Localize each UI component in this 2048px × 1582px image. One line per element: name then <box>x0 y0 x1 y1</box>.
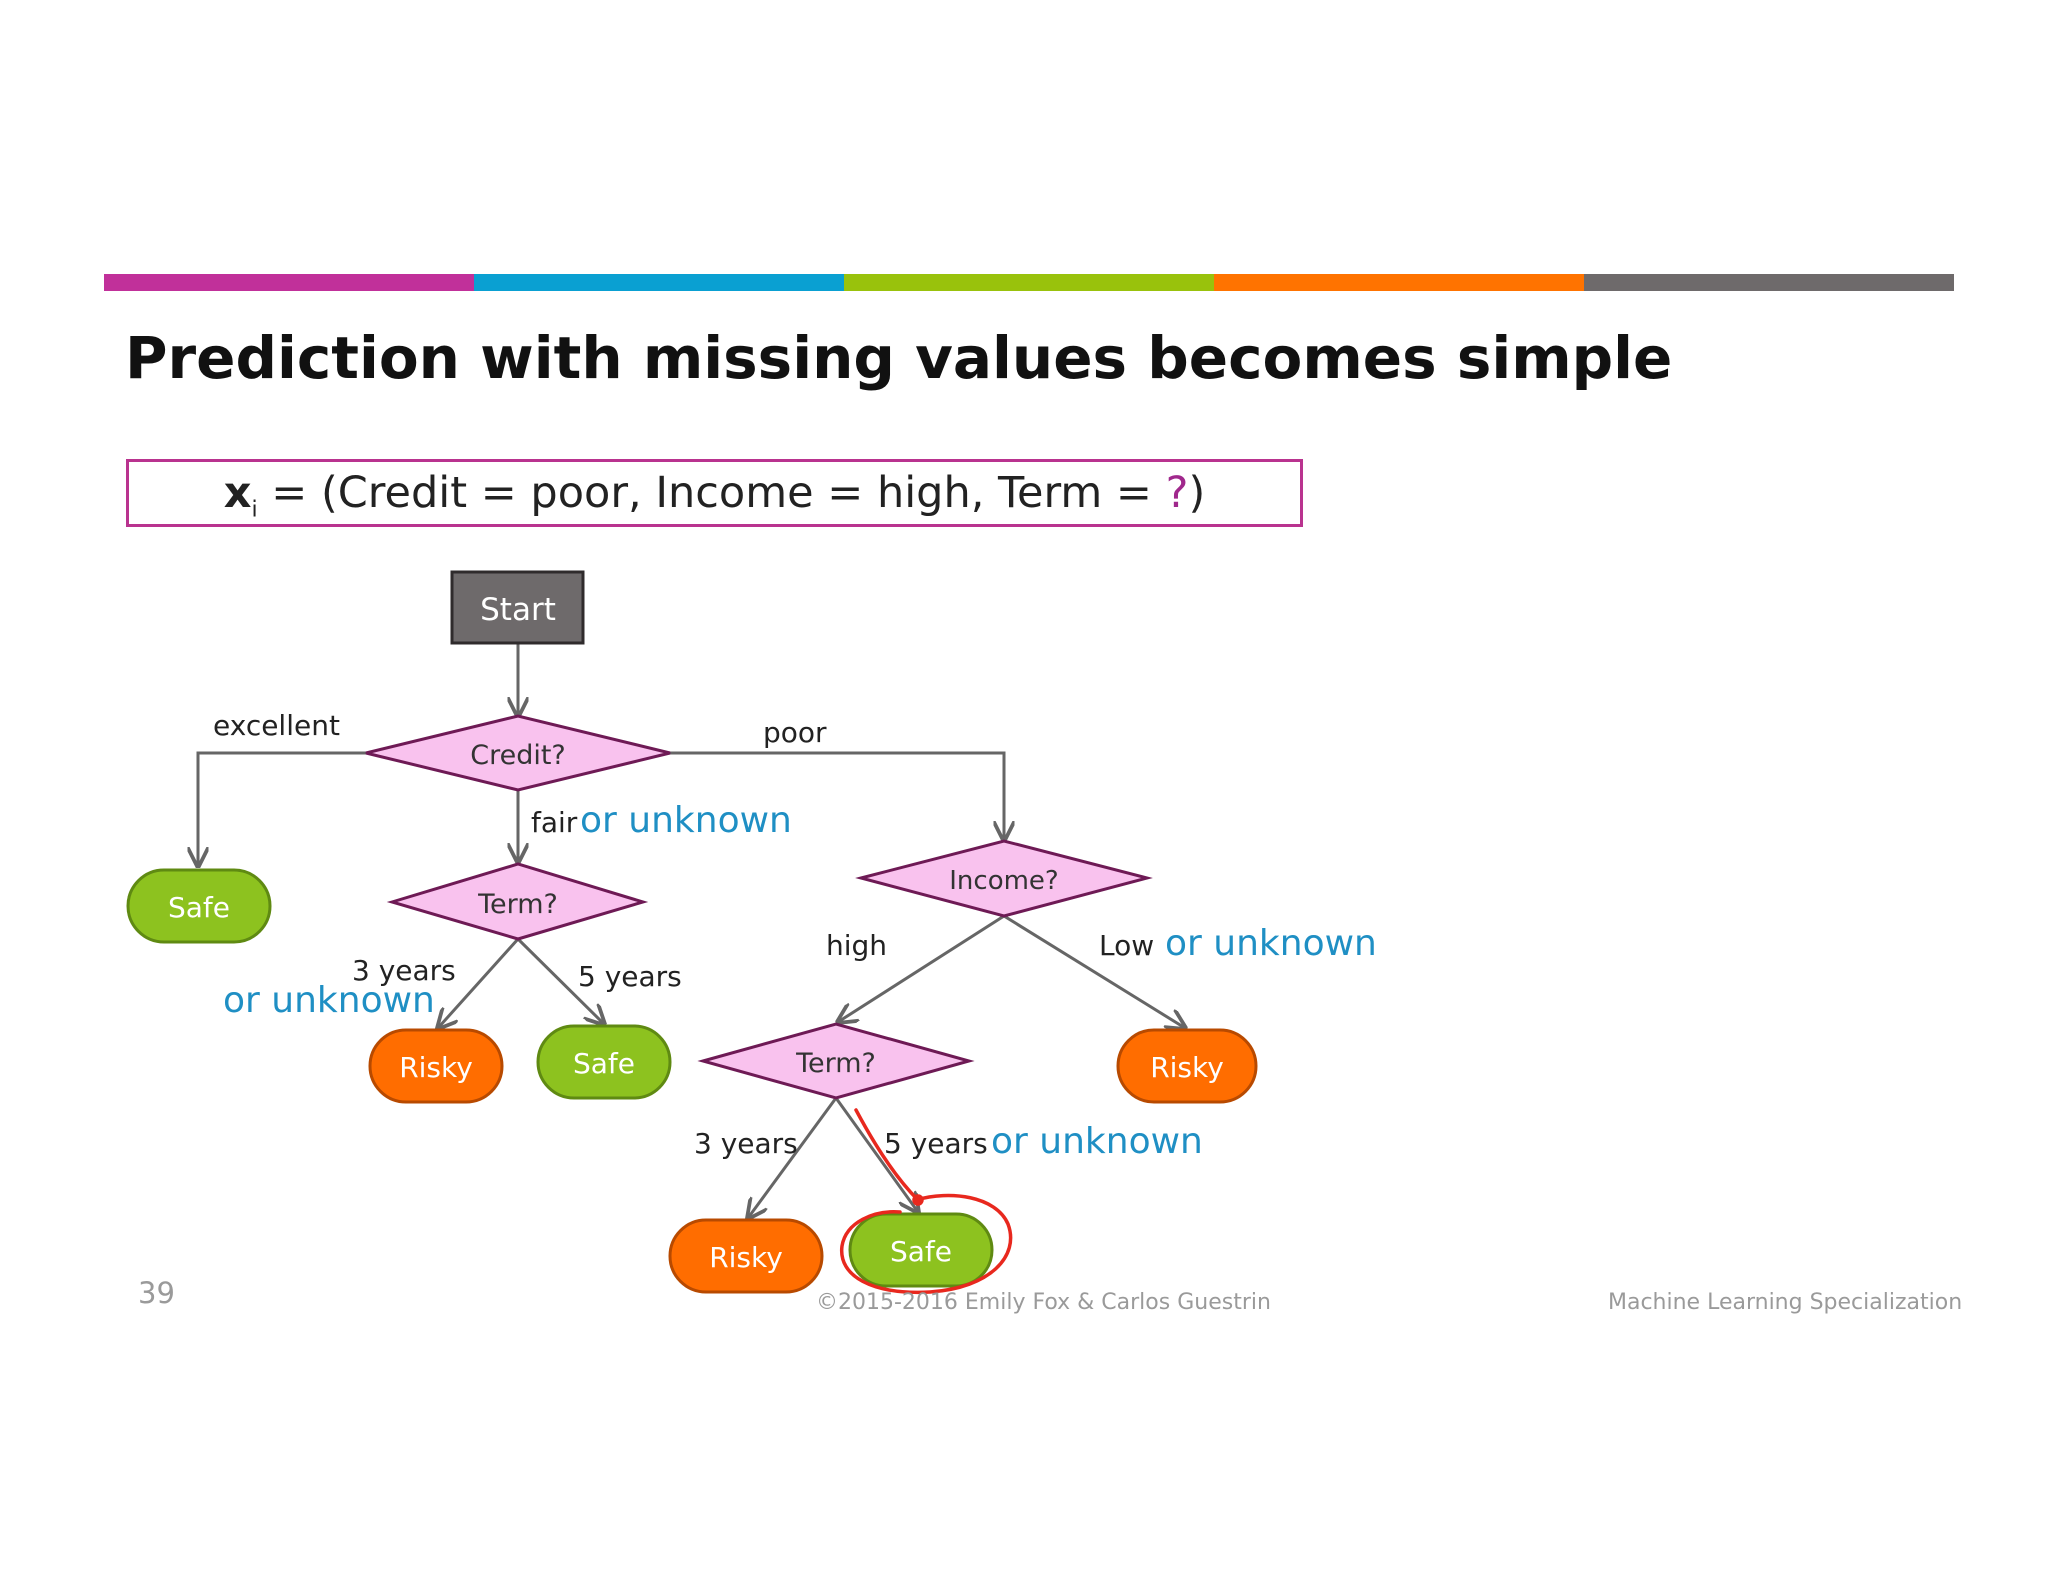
edge-term-r-5years <box>834 1097 918 1212</box>
leaf-risky-3years-right-label: Risky <box>709 1241 783 1274</box>
leaf-safe-excellent <box>126 868 272 944</box>
edge-label-poor: poor <box>763 716 827 749</box>
leaf-risky-3years <box>368 1028 504 1104</box>
start-node <box>450 570 585 645</box>
edge-label-fair: fair <box>531 806 578 839</box>
accent-bar-green <box>844 274 1214 291</box>
annotation-path-stroke <box>854 1108 920 1202</box>
edge-label-5years: 5 years <box>578 960 682 993</box>
leaf-risky-low-label: Risky <box>1150 1051 1224 1084</box>
query-subscript: i <box>251 497 258 523</box>
edge-label-3years: 3 years <box>352 954 456 987</box>
income-decision-label: Income? <box>949 866 1058 896</box>
edge-label-low: Low <box>1099 929 1154 962</box>
edge-label-low-unknown: or unknown <box>1165 923 1377 964</box>
leaf-risky-low <box>1116 1028 1258 1104</box>
edge-income-low <box>1003 914 1185 1028</box>
leaf-safe-excellent-label: Safe <box>168 891 230 924</box>
accent-bar-gray <box>1584 274 1954 291</box>
annotation-circle <box>840 1193 1013 1295</box>
credit-decision-label: Credit? <box>470 740 566 771</box>
query-box: xi = (Credit = poor, Income = high, Term… <box>126 459 1303 527</box>
edge-term-5years <box>516 937 604 1024</box>
accent-bar-orange <box>1214 274 1584 291</box>
edge-income-high <box>838 914 1005 1022</box>
term-right-decision-label: Term? <box>795 1048 876 1079</box>
leaf-safe-5years-label: Safe <box>573 1047 635 1080</box>
leaf-safe-5years-right <box>848 1212 994 1288</box>
tree-edges <box>198 644 1185 1218</box>
edge-label-5years-right: 5 years <box>884 1127 988 1160</box>
edge-label-5years-right-unknown: or unknown <box>991 1121 1203 1162</box>
credit-decision-node <box>365 714 671 792</box>
edge-label-3years-unknown: or unknown <box>223 980 435 1021</box>
page-number: 39 <box>138 1276 175 1310</box>
slide-title: Prediction with missing values becomes s… <box>125 324 1673 392</box>
edge-credit-excellent <box>198 751 366 866</box>
accent-bar-blue <box>474 274 844 291</box>
leaf-safe-5years <box>536 1024 672 1100</box>
edge-label-excellent: excellent <box>213 709 340 742</box>
annotation-dot <box>912 1194 924 1206</box>
start-label: Start <box>480 592 556 628</box>
edge-label-high: high <box>826 929 887 962</box>
query-var: x <box>223 468 252 518</box>
term-left-decision-node <box>386 862 649 941</box>
income-decision-node <box>855 839 1153 918</box>
leaf-risky-3years-right <box>668 1218 824 1294</box>
edge-term-r-3years <box>748 1097 838 1218</box>
term-left-decision-label: Term? <box>477 889 558 920</box>
red-annotation <box>840 1108 1013 1295</box>
accent-bar-magenta <box>104 274 474 291</box>
term-right-decision-node <box>697 1022 975 1100</box>
leaf-risky-3years-label: Risky <box>399 1051 473 1084</box>
edge-credit-poor <box>670 751 1004 840</box>
query-assignments: = (Credit = poor, Income = high, Term = <box>257 468 1166 518</box>
copyright-footer: ©2015-2016 Emily Fox & Carlos Guestrin <box>816 1290 1271 1315</box>
query-missing-mark: ? <box>1165 468 1189 518</box>
query-formula: xi = (Credit = poor, Income = high, Term… <box>129 468 1300 523</box>
edge-label-fair-unknown: or unknown <box>580 800 792 841</box>
course-footer: Machine Learning Specialization <box>1608 1290 1963 1315</box>
edge-label-3years-right: 3 years <box>694 1127 798 1160</box>
query-close: ) <box>1188 468 1206 518</box>
edge-term-3years <box>438 937 520 1028</box>
leaf-safe-5years-right-label: Safe <box>890 1235 952 1268</box>
